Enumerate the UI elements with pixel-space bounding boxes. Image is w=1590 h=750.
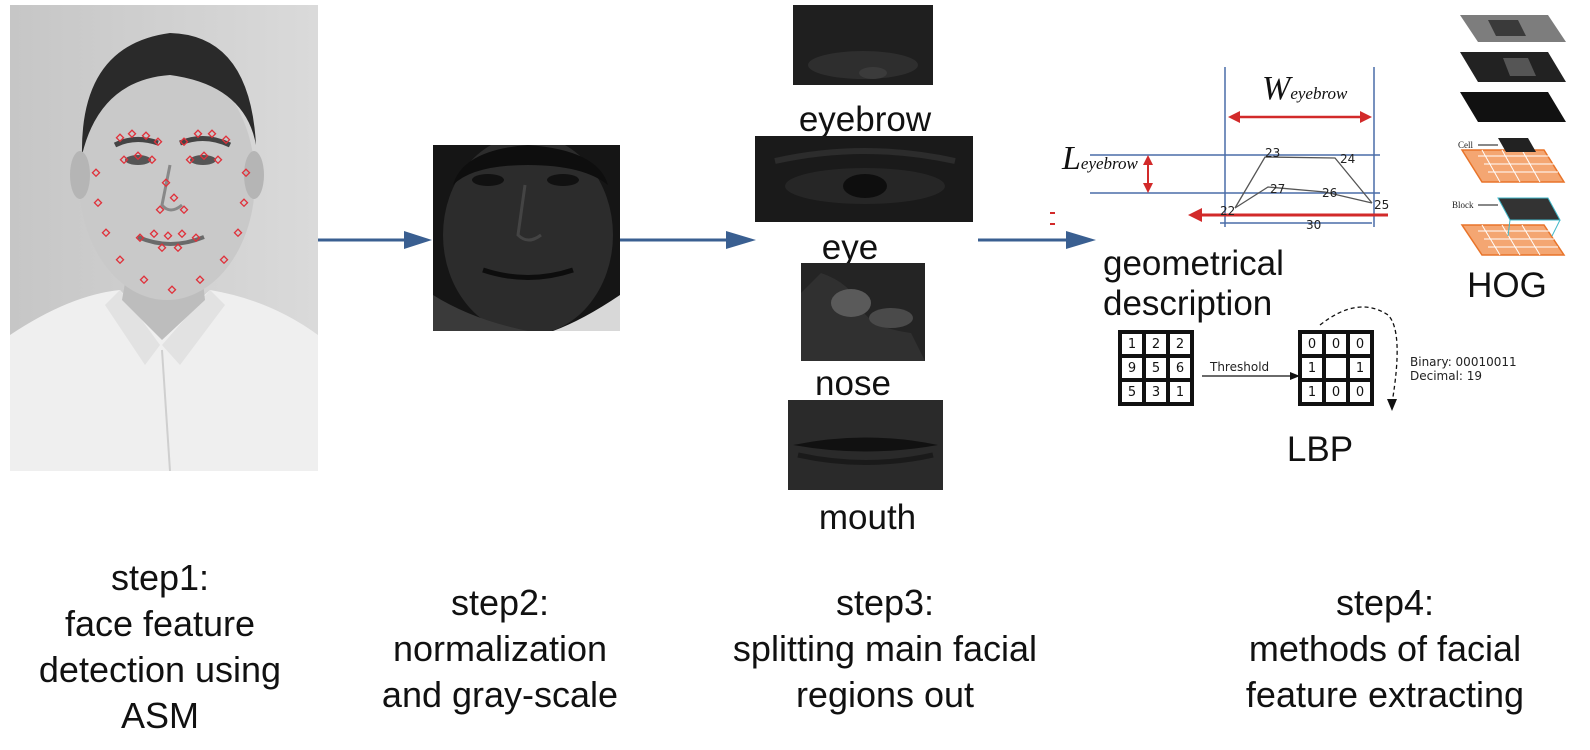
l-symbol: L (1062, 140, 1081, 177)
threshold-label: Threshold (1210, 360, 1270, 374)
geometrical-description-label: geometrical description (1103, 244, 1284, 324)
step4-line3: feature extracting (1245, 674, 1525, 715)
step1-line1: step1: (110, 557, 210, 598)
lbp-in-cell: 5 (1144, 356, 1168, 380)
step3-line1: step3: (835, 582, 935, 623)
face-photo-asm (10, 5, 318, 471)
lbp-in-cell: 2 (1144, 332, 1168, 356)
point-27: 27 (1270, 182, 1286, 196)
lbp-in-cell: 6 (1168, 356, 1192, 380)
lbp-in-cell: 5 (1120, 380, 1144, 404)
point-26: 26 (1322, 186, 1338, 200)
step4-caption: step4: methods of facial feature extract… (1215, 580, 1555, 718)
threshold-arrow (1202, 372, 1300, 380)
arrow-step3-to-step4 (978, 231, 1096, 249)
hog-cell-label: Cell (1458, 140, 1473, 150)
lbp-out-cell: 0 (1324, 332, 1348, 356)
small-red-marks (1050, 212, 1056, 232)
lbp-out-cell: 0 (1348, 332, 1372, 356)
w-symbol: W (1262, 70, 1291, 107)
eye-region-image (755, 136, 973, 222)
step3-caption: step3: splitting main facial regions out (700, 580, 1070, 718)
eyebrow-region-image (793, 5, 933, 85)
lbp-out-cell: 1 (1348, 356, 1372, 380)
geometric-eyebrow-diagram (1090, 67, 1388, 227)
step1-caption: step1: face feature detection using ASM (5, 555, 315, 739)
geometrical-label-line1: geometrical (1103, 244, 1284, 283)
lbp-decimal: Decimal: 19 (1410, 369, 1483, 383)
w-subscript: eyebrow (1290, 84, 1348, 103)
step1-line4: ASM (120, 695, 199, 736)
lbp-out-cell: 0 (1324, 380, 1348, 404)
lbp-in-cell: 1 (1120, 332, 1144, 356)
eye-label: eye (821, 228, 879, 267)
lbp-input-grid: 1 2 2 9 5 6 5 3 1 (1118, 330, 1194, 406)
lbp-in-cell: 1 (1168, 380, 1192, 404)
lbp-dashed-arrow (1319, 306, 1398, 411)
lbp-label: LBP (1286, 430, 1354, 469)
lbp-in-cell: 3 (1144, 380, 1168, 404)
step4-line1: step4: (1335, 582, 1435, 623)
normalized-face-image (433, 145, 620, 331)
lbp-out-cell: 1 (1300, 380, 1324, 404)
nose-label: nose (815, 364, 891, 403)
step2-line1: step2: (450, 582, 550, 623)
lbp-binary-text: Binary: 00010011 Decimal: 19 (1410, 355, 1517, 383)
step1-line3: detection using (38, 649, 282, 690)
lbp-in-cell: 9 (1120, 356, 1144, 380)
point-30: 30 (1306, 218, 1322, 232)
hog-diagram (1460, 15, 1566, 256)
step2-line3: and gray-scale (381, 674, 619, 715)
w-eyebrow-symbol: Weyebrow (1262, 72, 1347, 106)
point-23: 23 (1265, 146, 1281, 160)
hog-label: HOG (1467, 266, 1547, 305)
nose-region-image (801, 263, 925, 361)
arrow-step1-to-step2 (318, 231, 432, 249)
step2-line2: normalization (392, 628, 608, 669)
l-eyebrow-symbol: Leyebrow (1062, 142, 1138, 176)
geometrical-label-line2: description (1103, 284, 1273, 323)
arrow-step2-to-step3 (620, 231, 756, 249)
lbp-out-cell: 1 (1300, 356, 1324, 380)
lbp-output-grid: 0 0 0 1 1 1 0 0 (1298, 330, 1374, 406)
step3-line2: splitting main facial (732, 628, 1038, 669)
hog-block-label: Block (1452, 200, 1474, 210)
lbp-out-cell: 0 (1300, 332, 1324, 356)
l-subscript: eyebrow (1080, 154, 1138, 173)
point-22: 22 (1220, 204, 1236, 218)
lbp-binary: Binary: 00010011 (1410, 355, 1517, 369)
eyebrow-label: eyebrow (798, 100, 932, 139)
step2-caption: step2: normalization and gray-scale (350, 580, 650, 718)
lbp-in-cell: 2 (1168, 332, 1192, 356)
point-24: 24 (1340, 152, 1356, 166)
lbp-out-cell: 0 (1348, 380, 1372, 404)
mouth-label: mouth (818, 498, 917, 537)
step4-line2: methods of facial (1248, 628, 1522, 669)
point-25: 25 (1374, 198, 1390, 212)
lbp-out-cell (1324, 356, 1348, 380)
step1-line2: face feature (64, 603, 256, 644)
mouth-region-image (788, 400, 943, 490)
step3-line3: regions out (795, 674, 975, 715)
